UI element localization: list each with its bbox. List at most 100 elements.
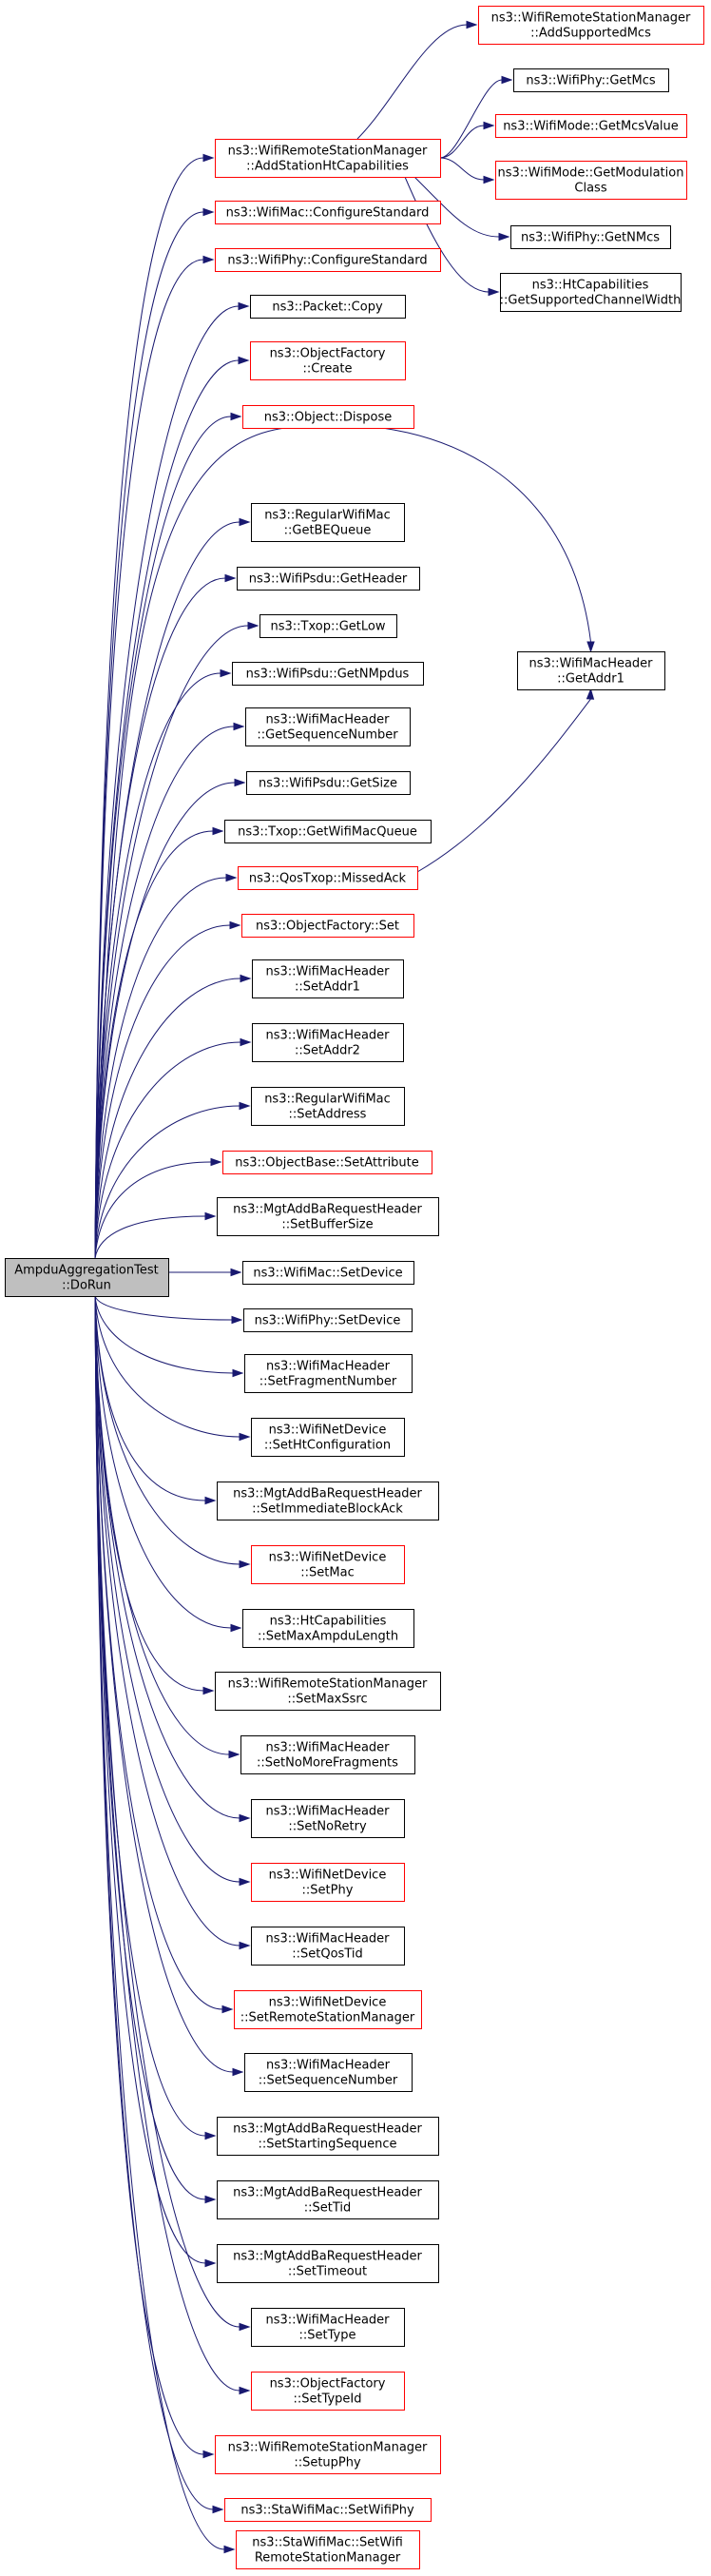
node-wifi-psdu-get-size[interactable]: ns3::WifiPsdu::GetSize: [246, 771, 411, 795]
node-set-mac[interactable]: ns3::WifiNetDevice::SetMac: [251, 1545, 405, 1584]
node-set-max-ssrc[interactable]: ns3::WifiRemoteStationManager::SetMaxSsr…: [215, 1672, 441, 1711]
edge-root-to-ObjectFactorySet: [94, 920, 241, 1259]
node-object-factory-set[interactable]: ns3::ObjectFactory::Set: [241, 914, 414, 938]
node-set-tid[interactable]: ns3::MgtAddBaRequestHeader::SetTid: [217, 2180, 439, 2219]
edge-root-to-SetWifiRemoteStationManager: [94, 1295, 236, 2554]
node-add-station-ht-capabilities[interactable]: ns3::WifiRemoteStationManager::AddStatio…: [215, 139, 441, 178]
node-label: ns3::MgtAddBaRequestHeader: [233, 2250, 422, 2264]
node-set-no-more-fragments[interactable]: ns3::WifiMacHeader::SetNoMoreFragments: [240, 1735, 415, 1774]
node-set-type[interactable]: ns3::WifiMacHeader::SetType: [251, 2308, 405, 2347]
edge-line: [94, 1295, 240, 1947]
node-wifi-mac-configure-standard[interactable]: ns3::WifiMac::ConfigureStandard: [215, 201, 441, 224]
edge-line: [94, 424, 591, 1259]
edge-line: [94, 1295, 240, 1565]
node-label: ns3::WifiMacHeader: [265, 1029, 390, 1043]
node-object-dispose[interactable]: ns3::Object::Dispose: [242, 405, 414, 429]
node-label: RemoteStationManager: [255, 2551, 401, 2566]
node-wifi-mac-set-device[interactable]: ns3::WifiMac::SetDevice: [242, 1261, 414, 1285]
node-box: [242, 405, 414, 429]
node-setup-phy[interactable]: ns3::WifiRemoteStationManager::SetupPhy: [215, 2435, 441, 2474]
edge-line: [94, 1295, 225, 2550]
node-label: AmpduAggregationTest: [14, 1264, 158, 1278]
node-set-attribute[interactable]: ns3::ObjectBase::SetAttribute: [222, 1151, 432, 1174]
node-get-mcs[interactable]: ns3::WifiPhy::GetMcs: [513, 68, 669, 92]
node-set-fragment-number[interactable]: ns3::WifiMacHeader::SetFragmentNumber: [244, 1354, 413, 1393]
arrow-head-icon: [483, 175, 495, 184]
edge-line: [94, 672, 221, 1259]
arrow-head-icon: [239, 1941, 251, 1950]
node-set-wifi-phy[interactable]: ns3::StaWifiMac::SetWifiPhy: [224, 2498, 432, 2522]
node-get-sequence-number[interactable]: ns3::WifiMacHeader::GetSequenceNumber: [245, 707, 411, 746]
node-set-ht-configuration[interactable]: ns3::WifiNetDevice::SetHtConfiguration: [251, 1418, 405, 1457]
node-set-buffer-size[interactable]: ns3::MgtAddBaRequestHeader::SetBufferSiz…: [217, 1197, 439, 1236]
node-set-timeout[interactable]: ns3::MgtAddBaRequestHeader::SetTimeout: [217, 2244, 439, 2283]
node-set-no-retry[interactable]: ns3::WifiMacHeader::SetNoRetry: [251, 1799, 405, 1838]
edge-root-to-SetAttribute: [94, 1157, 222, 1259]
node-set-starting-sequence[interactable]: ns3::MgtAddBaRequestHeader::SetStartingS…: [217, 2117, 439, 2156]
node-box: [251, 1799, 405, 1838]
node-label: ns3::WifiRemoteStationManager: [228, 1677, 428, 1692]
node-label: ns3::WifiMode::GetModulation: [498, 166, 684, 181]
arrow-head-icon: [466, 20, 478, 29]
node-set-qos-tid[interactable]: ns3::WifiMacHeader::SetQosTid: [251, 1927, 405, 1966]
node-set-phy[interactable]: ns3::WifiNetDevice::SetPhy: [251, 1863, 405, 1902]
edge-line: [94, 1295, 230, 1755]
arrow-head-icon: [488, 287, 500, 297]
edge-root-to-AddStationHtCapabilities: [94, 153, 215, 1259]
edge-root-to-SetMac: [94, 1295, 251, 1569]
node-get-nmcs[interactable]: ns3::WifiPhy::GetNMcs: [510, 225, 671, 249]
node-box: [259, 614, 397, 638]
node-label: ::SetFragmentNumber: [259, 1375, 397, 1389]
node-label: ::DoRun: [62, 1279, 111, 1293]
node-label: ::SetImmediateBlockAck: [252, 1502, 403, 1517]
node-box: [251, 503, 405, 542]
edge-root-to-SetSequenceNumber: [94, 1295, 244, 2077]
node-set-remote-station-manager[interactable]: ns3::WifiNetDevice::SetRemoteStationMana…: [234, 1990, 422, 2029]
node-label: ::SetMaxSsrc: [287, 1693, 367, 1707]
edge-root-to-SetPhy: [94, 1295, 251, 1887]
edge-line: [94, 1161, 212, 1259]
edge-root-to-WifiMacConfigureStandard: [94, 207, 215, 1259]
node-get-bequeue[interactable]: ns3::RegularWifiMac::GetBEQueue: [251, 503, 405, 542]
node-get-supported-channel-width[interactable]: ns3::HtCapabilities::GetSupportedChannel…: [500, 273, 682, 312]
node-set-wifi-remote-station-manager[interactable]: ns3::StaWifiMac::SetWifiRemoteStationMan…: [236, 2530, 420, 2569]
node-object-factory-create[interactable]: ns3::ObjectFactory::Create: [250, 341, 406, 380]
edge-root-to-SetTid: [94, 1295, 217, 2204]
edge-AddStationHtCapabilities-to-GetModulationClass: [439, 157, 495, 184]
node-label: ::SetTypeId: [293, 2392, 361, 2407]
node-label: Class: [574, 182, 606, 196]
arrow-head-icon: [234, 778, 246, 787]
node-box: [217, 2244, 439, 2283]
node-get-wifi-mac-queue[interactable]: ns3::Txop::GetWifiMacQueue: [224, 820, 432, 843]
node-packet-copy[interactable]: ns3::Packet::Copy: [250, 295, 406, 319]
edge-line: [94, 978, 241, 1259]
edge-line: [94, 1295, 234, 1374]
node-wifi-psdu-get-header[interactable]: ns3::WifiPsdu::GetHeader: [237, 567, 420, 591]
node-set-immediate-block-ack[interactable]: ns3::MgtAddBaRequestHeader::SetImmediate…: [217, 1482, 439, 1520]
edge-line: [94, 1041, 241, 1259]
node-get-mcs-value[interactable]: ns3::WifiMode::GetMcsValue: [495, 114, 687, 138]
arrow-head-icon: [239, 1432, 251, 1442]
node-label: ::SetNoRetry: [288, 1820, 367, 1834]
node-wifi-phy-set-device[interactable]: ns3::WifiPhy::SetDevice: [243, 1308, 413, 1332]
node-txop-get-low[interactable]: ns3::Txop::GetLow: [259, 614, 397, 638]
node-add-supported-mcs[interactable]: ns3::WifiRemoteStationManager::AddSuppor…: [478, 6, 704, 45]
node-set-max-ampdu-length[interactable]: ns3::HtCapabilities::SetMaxAmpduLength: [242, 1609, 414, 1648]
node-set-type-id[interactable]: ns3::ObjectFactory::SetTypeId: [251, 2372, 405, 2411]
node-missed-ack[interactable]: ns3::QosTxop::MissedAck: [238, 866, 418, 890]
arrow-head-icon: [224, 573, 237, 583]
node-label: ::SetMac: [300, 1566, 354, 1580]
node-box: [495, 114, 687, 138]
node-set-sequence-number[interactable]: ns3::WifiMacHeader::SetSequenceNumber: [244, 2053, 413, 2092]
node-set-addr2[interactable]: ns3::WifiMacHeader::SetAddr2: [252, 1023, 404, 1062]
node-get-addr1[interactable]: ns3::WifiMacHeader::GetAddr1: [517, 651, 665, 690]
node-set-address[interactable]: ns3::RegularWifiMac::SetAddress: [251, 1087, 405, 1126]
node-label: ns3::WifiRemoteStationManager: [228, 2441, 428, 2455]
edge-root-to-SetRemoteStationManager: [94, 1295, 234, 2014]
node-wifi-phy-configure-standard[interactable]: ns3::WifiPhy::ConfigureStandard: [215, 248, 441, 272]
arrow-head-icon: [204, 1496, 217, 1505]
node-set-addr1[interactable]: ns3::WifiMacHeader::SetAddr1: [252, 959, 404, 998]
node-get-nmpdus[interactable]: ns3::WifiPsdu::GetNMpdus: [232, 662, 424, 686]
node-label: ns3::WifiPhy::SetDevice: [255, 1314, 401, 1328]
